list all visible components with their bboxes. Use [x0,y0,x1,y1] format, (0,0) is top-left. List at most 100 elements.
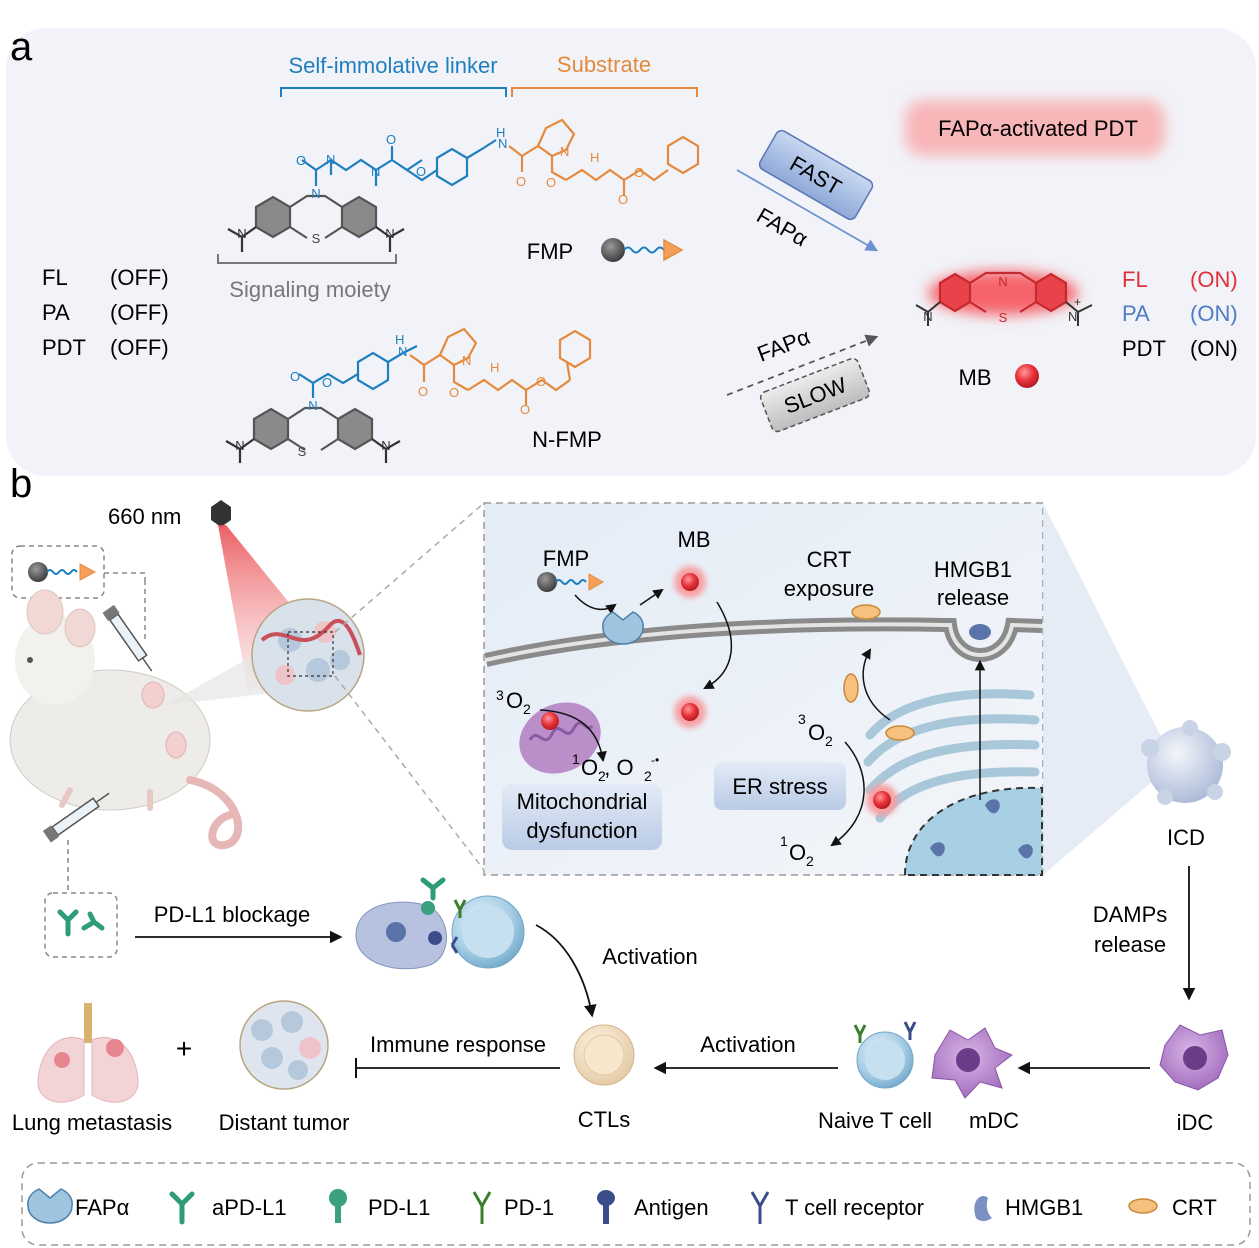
idc-cell-icon [1159,1024,1229,1091]
naive-t-cell-icon [853,1021,917,1089]
fmp-label: FMP [527,239,573,264]
mito-o2-sup: 3 [496,687,504,703]
substrate-label: Substrate [557,52,651,77]
plus-sign: + [176,1033,192,1064]
laser-source-icon [211,500,231,527]
fmp-probe-icon [601,238,684,262]
mb-core-s: S [999,310,1008,325]
fmp-sub-o2: O [546,175,556,190]
damps-label-1: DAMPs [1093,902,1168,927]
fmp-ester-o: O [416,164,426,179]
mb-left-n: N [923,309,932,324]
right-state-pdt-value: (ON) [1190,336,1238,361]
er-o2-top: O [808,720,825,745]
nfmp-ring-left [252,407,290,451]
mito-ros-sub-1: 2 [598,768,606,784]
panel-b: b 660 nm [9,462,1231,1135]
inset-mb-ball [681,573,699,591]
mb-core-n: N [998,274,1007,289]
icd-cell-icon [1141,720,1231,805]
inset-fapa-enzyme-icon [602,611,644,645]
crt-exposure-arrow [861,648,891,721]
fmp-molecule: N S N N O O O N N H N O O O O N H [227,118,700,252]
inset-fmp-icon [537,572,605,592]
mito-o2-top: O [506,688,523,713]
legend-antigen-label: Antigen [634,1195,709,1220]
mouse-illustration [9,589,243,850]
naive-t-label: Naive T cell [818,1108,932,1133]
tumor-illustration [251,598,365,712]
nfmp-sub-o2: O [449,385,459,400]
crt-er-icon [885,725,915,741]
distant-tumor-icon [239,1000,329,1090]
signaling-label: Signaling moiety [229,277,390,302]
mito-ros-products: O , O [581,755,634,780]
nfmp-nh-h: H [395,332,404,347]
legend-pdl1-icon [329,1189,347,1223]
nfmp-core-s: S [298,444,307,459]
legend-tcr-icon [750,1191,770,1224]
crt-floating-icon [843,673,859,703]
panel-a: a Self-immolative linker Substrate N S N… [6,25,1256,476]
mitochondrion-icon [519,702,601,774]
immune-response-label: Immune response [370,1032,546,1057]
fmp-left-n: N [237,226,246,241]
er-o2-top-sub: 2 [825,733,833,749]
fmp-core-s: S [312,231,321,246]
nfmp-carbonyl-o: O [290,369,300,384]
mito-label-2: dysfunction [526,818,637,843]
probe-inset-icon [28,562,97,582]
antibody-box [44,892,118,958]
legend: FAPα aPD-L1 PD-L1 PD-1 Antigen T cell re… [21,1162,1251,1246]
mito-dysfunction-box [502,784,662,850]
right-states: FL (ON) PA (ON) PDT (ON) [1122,267,1238,361]
fmp-linker-n2: N [371,164,380,179]
legend-apdl1-icon [169,1191,195,1225]
activation-top-arrow [535,924,597,1018]
legend-pd1-icon [472,1191,492,1224]
panel-b-letter: b [10,462,32,506]
legend-crt-icon [1128,1198,1158,1214]
syringe-top-icon [102,604,153,672]
pdt-banner-glow [905,100,1165,156]
mdc-label: mDC [969,1108,1019,1133]
distant-tumor-label: Distant tumor [219,1110,350,1135]
er-o2-bottom-sub: 2 [806,853,814,869]
nfmp-molecule: N S N N O O H N O O O O N H [225,327,592,463]
er-mb-ball [873,791,891,809]
crt-label-1: CRT [807,547,852,572]
legend-apdl1-label: aPD-L1 [212,1195,287,1220]
linker-bracket [280,87,507,97]
panel-a-background [6,28,1256,476]
idc-label: iDC [1177,1110,1214,1135]
nfmp-right-n: N [381,438,390,453]
legend-hmgb1-label: HMGB1 [1005,1195,1083,1220]
zoom-line-bottom [334,675,485,871]
mb-ball-icon [1015,364,1039,388]
mb-label: MB [959,365,992,390]
mdc-cell-icon [931,1027,1013,1099]
slow-arrow [726,334,879,396]
right-state-pa-name: PA [1122,301,1150,326]
pdt-banner-label: FAPα-activated PDT [938,116,1138,141]
linker-label: Self-immolative linker [288,53,497,78]
nfmp-sub-o4: O [536,374,546,389]
activation-mid-label: Activation [700,1032,795,1057]
inset-mb-label: MB [678,527,711,552]
mb-right-n: N [1068,309,1077,324]
syringe-bottom-icon [42,792,110,843]
panel-a-letter: a [10,25,33,69]
fmp-sub-o3: O [618,192,628,207]
legend-hmgb1-icon [974,1196,992,1221]
cell-membrane-inner [485,622,1043,662]
pdl1-blockage-label: PD-L1 blockage [154,902,311,927]
er-stress-box [714,762,846,810]
nfmp-sub-o3: O [520,402,530,417]
mb-molecule: N S N N + [915,271,1093,326]
ctls-label: CTLs [578,1107,631,1132]
right-state-pdt-name: PDT [1122,336,1166,361]
mito-ros-sub-2: 2 [644,768,652,784]
fmp-sub-h: H [590,150,599,165]
fast-arrow [736,169,879,252]
mito-ros-arrow [539,709,607,763]
